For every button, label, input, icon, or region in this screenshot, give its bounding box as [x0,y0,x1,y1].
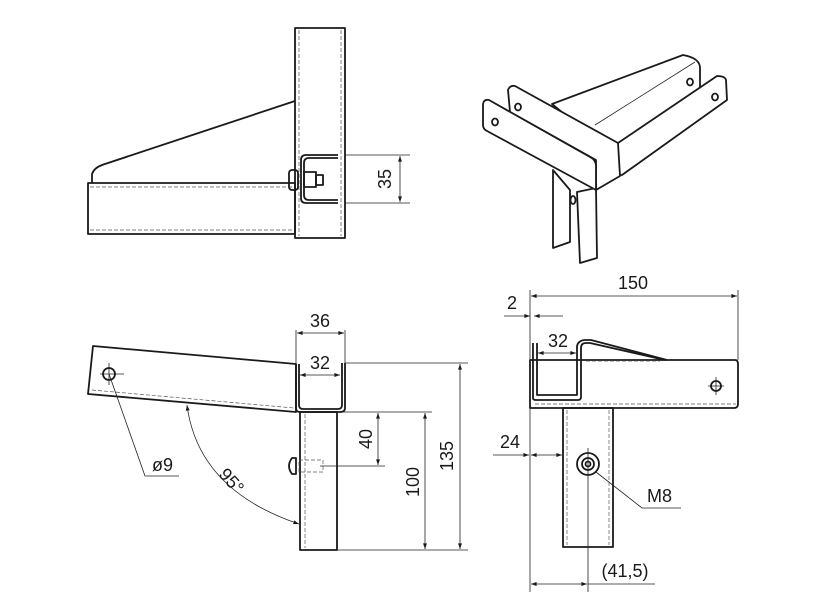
dim-41-5-label: (41,5) [601,561,648,581]
gusset [91,100,296,183]
arm-channel [87,182,296,235]
u-bracket [300,154,338,204]
dim-40-label: 40 [356,429,376,449]
hole-diameter-label: ø9 [152,455,173,475]
nut [303,171,317,188]
dim-100-label: 100 [403,467,423,497]
iso-post-left [552,169,571,249]
angle-arc [185,404,300,525]
dim-32-label: 32 [548,331,568,351]
top-view: 150 2 32 24 (41,5) M8 [493,273,739,592]
arm [529,359,739,409]
dim-35-label: 35 [375,169,395,189]
bolt-head [288,169,299,191]
iso-post-right [576,187,598,264]
dim-150-label: 150 [618,273,648,293]
wall-plate [294,27,346,239]
dim-24-label: 24 [500,432,520,452]
dim-2-label: 2 [507,293,517,313]
bolt-head [288,457,297,475]
post [299,411,338,551]
channel [532,342,666,401]
side-view: 35 [87,27,410,239]
dim-135-label: 135 [437,441,457,471]
dim-36-label: 36 [310,311,330,331]
iso-right-flange [617,75,728,176]
angle-label: 95° [215,464,248,498]
thread-label: M8 [647,486,672,506]
dim-32-label: 32 [310,353,330,373]
isometric-view [482,54,728,264]
front-view: 36 32 40 100 135 ø9 95° [87,311,468,551]
iso-front-flange [482,98,597,191]
